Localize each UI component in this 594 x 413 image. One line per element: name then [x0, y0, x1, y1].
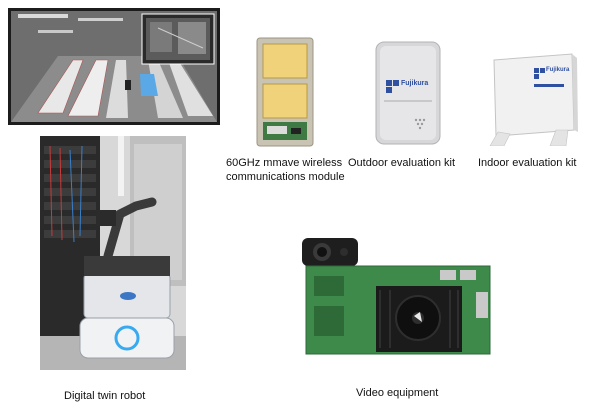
- indoor-kit-brand-logo: Fujikura: [546, 67, 570, 73]
- wireless-module-photo: [255, 36, 315, 148]
- digital-twin-screen-photo: [8, 8, 220, 125]
- video-equipment-photo: [300, 236, 492, 356]
- outdoor-kit-photo: Fujikura: [374, 40, 442, 146]
- digital-twin-robot-photo: [40, 136, 186, 370]
- digital-twin-robot-caption: Digital twin robot: [64, 390, 146, 402]
- outdoor-kit-caption: Outdoor evaluation kit: [348, 157, 456, 169]
- outdoor-kit-brand-logo: Fujikura: [401, 80, 429, 87]
- indoor-kit-caption: Indoor evaluation kit: [478, 157, 577, 169]
- indoor-kit-photo: Fujikura: [480, 50, 578, 146]
- wireless-module-caption: 60GHz mmave wireless communications modu…: [226, 157, 345, 183]
- video-equipment-caption: Video equipment: [356, 387, 439, 399]
